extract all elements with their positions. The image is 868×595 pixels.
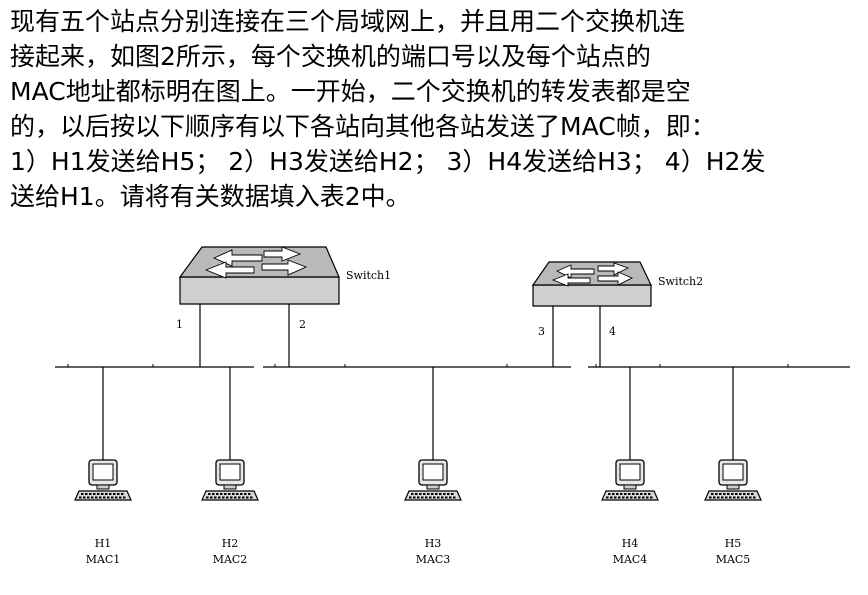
computer-icon bbox=[704, 459, 762, 501]
port-label-2: 2 bbox=[299, 318, 306, 331]
host-mac: MAC5 bbox=[716, 553, 751, 566]
port-label-4: 4 bbox=[609, 325, 616, 338]
computer-icon bbox=[601, 459, 659, 501]
port-label-1: 1 bbox=[176, 318, 183, 331]
problem-line-5: 1）H1发送给H5； 2）H3发送给H2； 3）H4发送给H3； 4）H2发 bbox=[10, 147, 766, 176]
host-name: H2 bbox=[222, 537, 239, 550]
host-mac: MAC4 bbox=[613, 553, 648, 566]
host-mac: MAC1 bbox=[86, 553, 121, 566]
host-mac: MAC3 bbox=[416, 553, 451, 566]
computer-icon bbox=[201, 459, 259, 501]
problem-line-6: 送给H1。请将有关数据填入表2中。 bbox=[10, 182, 411, 211]
computer-icon bbox=[404, 459, 462, 501]
host-name: H1 bbox=[95, 537, 112, 550]
switch1-label: Switch1 bbox=[346, 269, 391, 282]
port-label-3: 3 bbox=[538, 325, 545, 338]
host-name: H3 bbox=[425, 537, 442, 550]
problem-line-3: MAC地址都标明在图上。一开始，二个交换机的转发表都是空 bbox=[10, 77, 691, 106]
host-name: H4 bbox=[622, 537, 639, 550]
switch2-icon bbox=[531, 261, 652, 307]
problem-line-4: 的，以后按以下顺序有以下各站向其他各站发送了MAC帧，即： bbox=[10, 112, 716, 141]
problem-line-2: 接起来，如图2所示，每个交换机的端口号以及每个站点的 bbox=[10, 42, 651, 71]
switch2-label: Switch2 bbox=[658, 275, 703, 288]
switch1-icon bbox=[178, 246, 340, 305]
host-mac: MAC2 bbox=[213, 553, 248, 566]
host-name: H5 bbox=[725, 537, 742, 550]
problem-line-1: 现有五个站点分别连接在三个局域网上，并且用二个交换机连 bbox=[10, 7, 686, 36]
computer-icon bbox=[74, 459, 132, 501]
problem-text: 现有五个站点分别连接在三个局域网上，并且用二个交换机连 接起来，如图2所示，每个… bbox=[10, 4, 860, 214]
